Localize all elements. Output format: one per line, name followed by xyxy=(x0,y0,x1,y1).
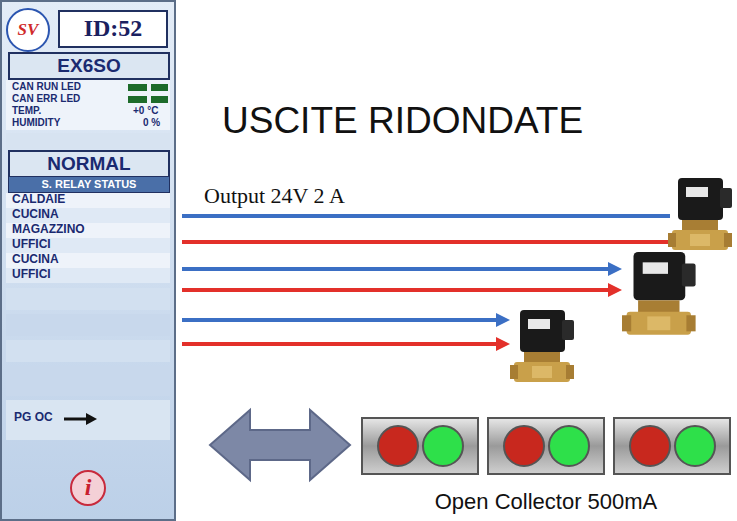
output-caption-box: Open Collector 500mA xyxy=(435,489,658,514)
logo-badge: SV xyxy=(6,8,50,52)
node-text: S. RELAY STATUS xyxy=(42,178,137,191)
arrow-head xyxy=(608,283,622,297)
relay-name: UFFICI xyxy=(12,268,51,282)
green-led xyxy=(549,426,589,466)
status-label-box: CAN ERR LED xyxy=(12,93,80,105)
relay-name-box: MAGAZZINO xyxy=(12,223,85,237)
panel-band xyxy=(6,340,170,362)
status-label: HUMIDITY xyxy=(12,117,60,129)
led-box xyxy=(362,418,478,474)
solenoid-valve xyxy=(622,252,696,335)
section-header: S. RELAY STATUS xyxy=(8,176,170,193)
list-row xyxy=(6,253,170,268)
output-caption: Open Collector 500mA xyxy=(435,489,658,514)
output-wire xyxy=(182,342,498,346)
port-label-box: PG OC xyxy=(14,411,53,425)
arrow-head xyxy=(496,313,510,327)
arrow-head xyxy=(608,262,622,276)
info-icon: i xyxy=(70,470,106,506)
panel-band xyxy=(6,400,170,440)
led-indicator xyxy=(151,84,168,91)
status-value-box: +0 °C xyxy=(133,105,158,117)
title-block: USCITE RIDONDATE xyxy=(222,100,583,143)
node-text: EX6SO xyxy=(57,55,120,77)
list-row xyxy=(6,238,170,253)
status-label: CAN RUN LED xyxy=(12,81,81,93)
port-label: PG OC xyxy=(14,411,53,425)
output-wire xyxy=(182,267,610,271)
relay-name-box: CUCINA xyxy=(12,253,59,267)
red-led xyxy=(378,426,418,466)
led-box xyxy=(614,418,730,474)
status-label-box: HUMIDITY xyxy=(12,117,60,129)
output-wire xyxy=(182,318,498,322)
led-indicator xyxy=(128,84,147,91)
model-band: EX6SO xyxy=(8,52,170,80)
list-row xyxy=(6,208,170,223)
output-spec: Output 24V 2 A xyxy=(204,183,345,208)
list-row xyxy=(6,193,170,208)
screen-panel xyxy=(1,1,175,520)
relay-name-box: UFFICI xyxy=(12,268,51,282)
node-text: i xyxy=(85,474,92,502)
output-wire xyxy=(182,214,670,218)
arrow-symbol xyxy=(86,413,97,425)
solenoid-valve xyxy=(510,310,574,382)
list-row xyxy=(6,223,170,238)
arrow-head xyxy=(496,337,510,351)
relay-name-box: CUCINA xyxy=(12,208,59,222)
relay-name: UFFICI xyxy=(12,238,51,252)
panel-band xyxy=(6,366,170,396)
panel-band xyxy=(6,288,170,310)
status-value: +0 °C xyxy=(133,105,158,117)
status-value: 0 % xyxy=(143,117,160,129)
node-text: ID:52 xyxy=(84,15,143,43)
status-label: TEMP. xyxy=(12,105,41,117)
red-led xyxy=(630,426,670,466)
list-row xyxy=(6,268,170,283)
status-area xyxy=(6,80,170,130)
output-wire xyxy=(182,288,610,292)
relay-name: CUCINA xyxy=(12,208,59,222)
panel-band xyxy=(6,314,170,336)
led-indicator xyxy=(151,96,168,103)
double-arrow xyxy=(210,410,350,480)
status-label: CAN ERR LED xyxy=(12,93,80,105)
title-text: USCITE RIDONDATE xyxy=(222,100,583,143)
green-led xyxy=(675,426,715,466)
node-text: SV xyxy=(18,20,39,40)
status-label-box: TEMP. xyxy=(12,105,41,117)
relay-name-box: UFFICI xyxy=(12,238,51,252)
id-box: ID:52 xyxy=(58,10,168,48)
relay-name: CUCINA xyxy=(12,253,59,267)
node-text: NORMAL xyxy=(47,153,130,175)
led-indicator xyxy=(128,96,147,103)
mode-band: NORMAL xyxy=(8,150,170,178)
green-led xyxy=(423,426,463,466)
relay-name-box: CALDAIE xyxy=(12,193,65,207)
arrow-symbol xyxy=(64,418,88,421)
panel-band xyxy=(6,133,170,149)
relay-name: CALDAIE xyxy=(12,193,65,207)
relay-name: MAGAZZINO xyxy=(12,223,85,237)
output-spec-box: Output 24V 2 A xyxy=(204,183,345,208)
solenoid-valve xyxy=(668,178,732,250)
red-led xyxy=(504,426,544,466)
output-wire xyxy=(182,240,670,244)
led-box xyxy=(488,418,604,474)
status-value-box: 0 % xyxy=(143,117,160,129)
status-label-box: CAN RUN LED xyxy=(12,81,81,93)
